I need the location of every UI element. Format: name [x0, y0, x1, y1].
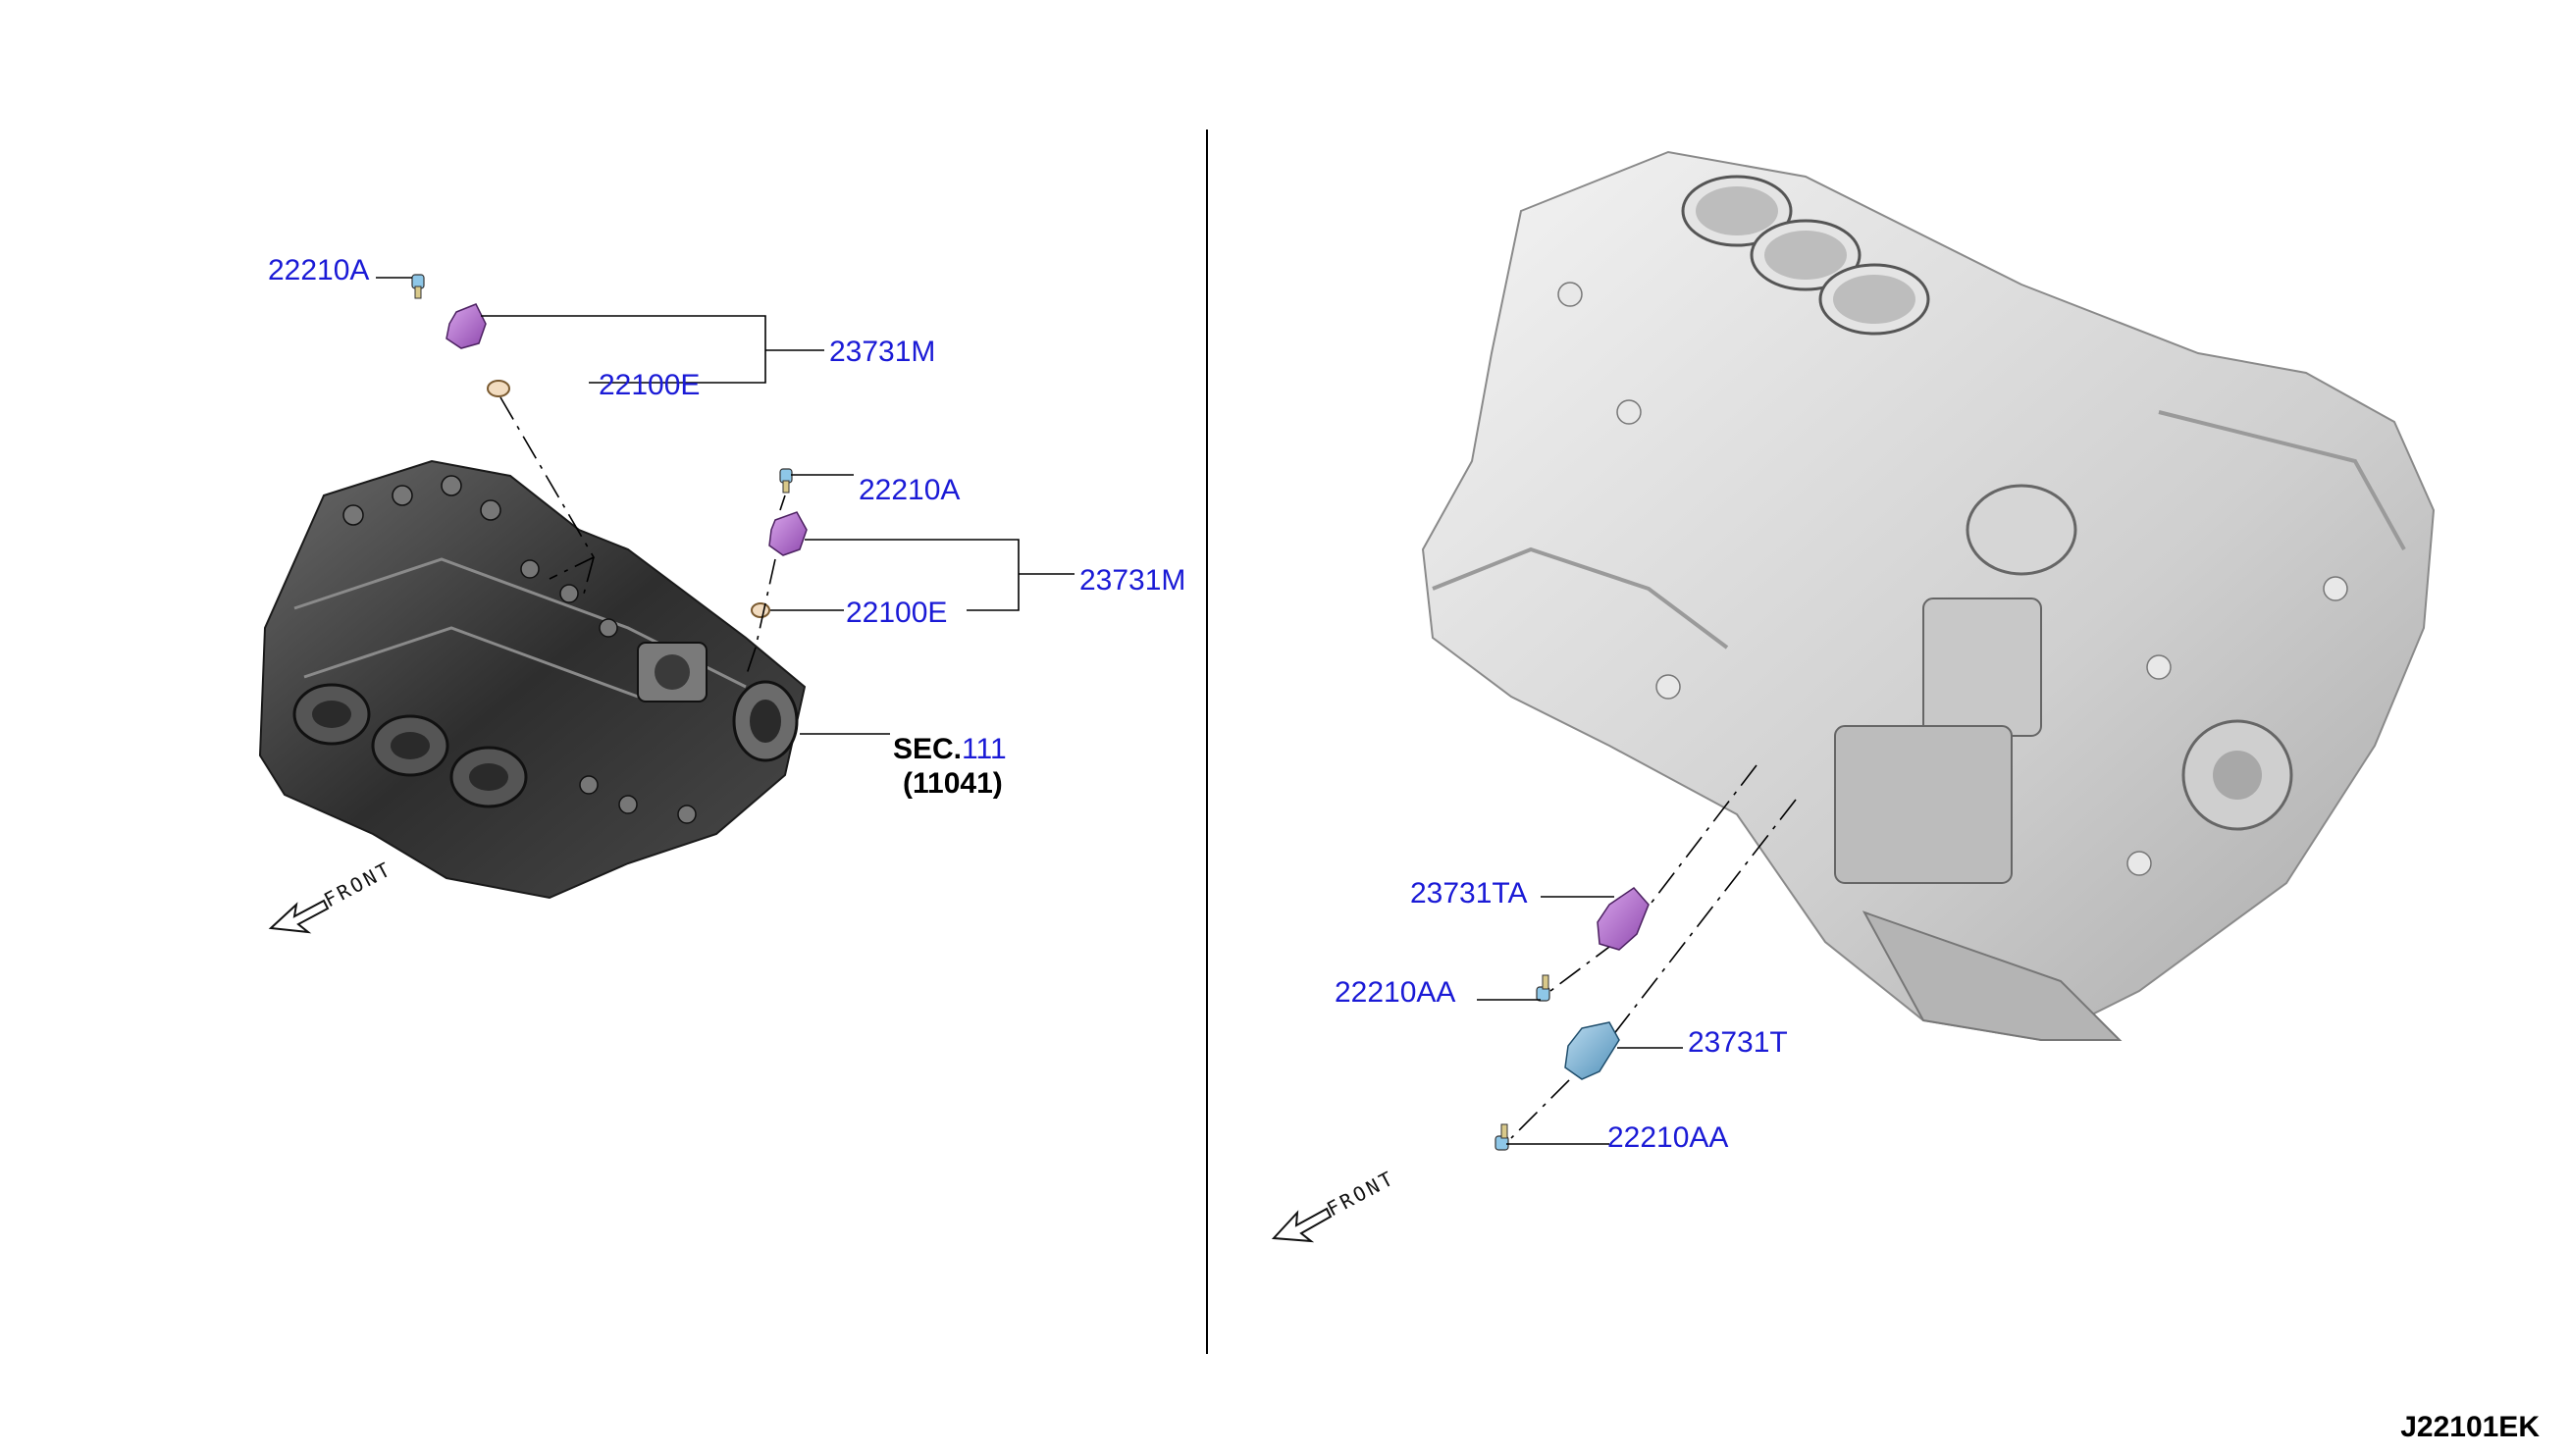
- sensor-group-upper: [376, 274, 824, 595]
- diagram-code: J22101EK: [2400, 1411, 2540, 1443]
- washer-mid-part: [751, 602, 770, 618]
- sec-prefix: SEC.: [893, 733, 962, 765]
- label-23731M-upper[interactable]: 23731M: [829, 336, 935, 368]
- label-22210AA-lower[interactable]: 22210AA: [1607, 1121, 1728, 1154]
- label-22210AA-upper[interactable]: 22210AA: [1335, 976, 1455, 1009]
- bolt-upper-left-part: [411, 274, 425, 299]
- washer-upper-part: [487, 380, 510, 397]
- label-22100E-mid[interactable]: 22100E: [846, 597, 947, 629]
- label-23731M-mid[interactable]: 23731M: [1079, 564, 1185, 597]
- label-22210A-mid[interactable]: 22210A: [859, 474, 960, 506]
- cylinder-head-illustration: [258, 459, 807, 900]
- crank-sensor-ta-part: [1597, 887, 1650, 951]
- sensor-group-mid: [745, 468, 1075, 678]
- sec-reference[interactable]: SEC.111: [893, 733, 1007, 765]
- front-arrow-left: FRONT: [268, 857, 396, 934]
- engine-block-illustration: [1421, 150, 2436, 1042]
- label-23731TA[interactable]: 23731TA: [1410, 877, 1528, 910]
- bolt-aa-lower-part: [1495, 1123, 1509, 1151]
- front-label-left: FRONT: [320, 857, 396, 912]
- cam-sensor-upper-part: [446, 303, 487, 349]
- cam-sensor-mid-part: [768, 511, 808, 556]
- sec-number: 111: [962, 733, 1007, 765]
- sec-sub-reference: (11041): [903, 767, 1003, 800]
- bolt-aa-upper-part: [1536, 974, 1550, 1002]
- bolt-mid-left-part: [779, 468, 793, 494]
- sensor-group-right: [1477, 764, 1797, 1151]
- label-23731T[interactable]: 23731T: [1688, 1026, 1788, 1059]
- crank-sensor-t-part: [1564, 1021, 1620, 1080]
- label-22100E-upper[interactable]: 22100E: [599, 369, 700, 401]
- front-arrow-right: FRONT: [1271, 1166, 1399, 1243]
- label-22210A-upper[interactable]: 22210A: [268, 254, 369, 286]
- front-label-right: FRONT: [1323, 1166, 1399, 1222]
